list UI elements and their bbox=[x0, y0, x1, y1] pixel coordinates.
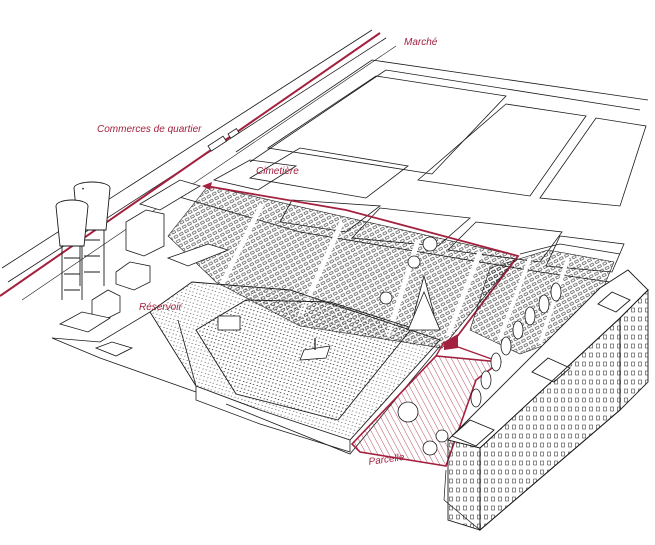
label-cimetiere: Cimetière bbox=[256, 166, 299, 177]
apartment-blocks bbox=[447, 269, 649, 531]
label-reservoir: Réservoir bbox=[139, 302, 182, 313]
west-buildings bbox=[58, 179, 230, 357]
parcelle-plot bbox=[350, 334, 503, 467]
water-towers: • bbox=[55, 181, 111, 300]
label-marche: Marché bbox=[404, 37, 438, 48]
svg-text:•: • bbox=[82, 187, 84, 193]
trees bbox=[379, 236, 562, 456]
train-wagons bbox=[207, 128, 240, 152]
label-commerces-de-quartier: Commerces de quartier bbox=[97, 124, 202, 135]
ground-lines bbox=[443, 243, 621, 531]
